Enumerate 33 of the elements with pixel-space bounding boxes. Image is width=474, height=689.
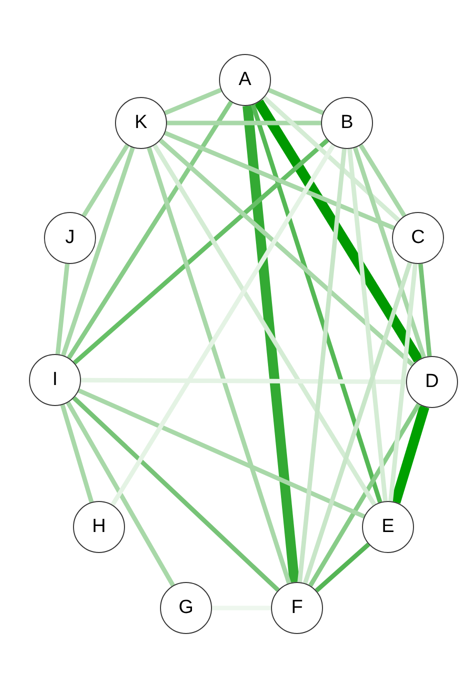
connection-line xyxy=(297,148,347,582)
connection-line xyxy=(61,146,135,356)
connection-line xyxy=(314,542,370,592)
connection-line xyxy=(152,144,376,506)
connection-line xyxy=(81,378,406,384)
connection-line xyxy=(212,606,271,610)
connection-line xyxy=(56,264,70,354)
connection-line xyxy=(388,264,418,502)
connection-line xyxy=(347,148,388,502)
connection-line xyxy=(254,99,423,363)
connection-line xyxy=(164,130,395,230)
connection-line xyxy=(164,88,222,116)
connection-line xyxy=(72,396,280,592)
connection-line xyxy=(352,147,426,358)
connection-line xyxy=(82,144,130,218)
connection-line xyxy=(167,120,321,126)
connection-line xyxy=(242,105,300,583)
connection-line xyxy=(308,403,421,587)
connection-line xyxy=(67,100,233,360)
connection-line xyxy=(390,405,430,504)
connection-line xyxy=(302,262,412,584)
connection-line xyxy=(250,104,382,503)
connection-line xyxy=(66,401,175,587)
connection-line xyxy=(73,138,329,365)
connection-line xyxy=(60,404,94,503)
connection-line xyxy=(418,264,432,356)
connection-line xyxy=(158,138,414,366)
connection-line xyxy=(110,144,336,506)
connection-line xyxy=(146,147,292,584)
connection-line xyxy=(78,388,366,519)
connection-line xyxy=(358,144,406,218)
connection-line xyxy=(268,88,324,115)
connection-line xyxy=(262,96,400,222)
